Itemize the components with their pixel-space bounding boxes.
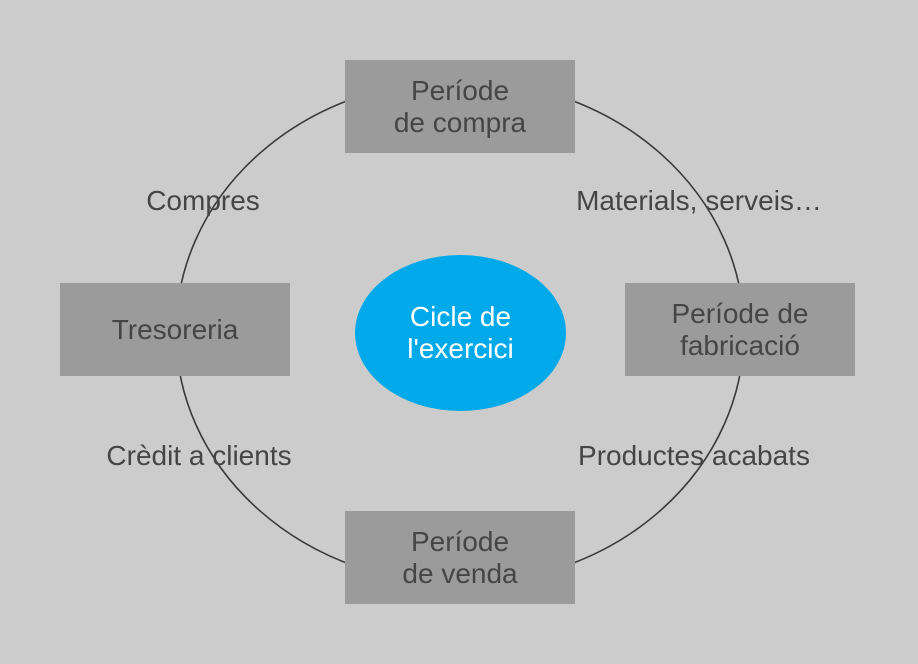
node-label: Període de [671, 297, 809, 329]
node-label: fabricació [680, 329, 800, 361]
edge-label-finished-products: Productes acabats [578, 440, 810, 471]
node-treasury: Tresoreria [60, 283, 290, 376]
center-label: l'exercici [407, 333, 514, 364]
center-cycle-ellipse: Cicle de l'exercici [355, 255, 566, 411]
edge-label-purchases: Compres [146, 185, 260, 216]
node-label: Període [410, 525, 510, 557]
edge-label-materials: Materials, serveis… [576, 185, 822, 216]
node-label: de compra [393, 106, 527, 138]
node-label: Període [410, 74, 510, 106]
edge-label-customer-credit: Crèdit a clients [106, 440, 292, 471]
node-purchase-period: Període de compra [345, 60, 575, 153]
node-label: de venda [402, 557, 518, 589]
node-sale-period: Període de venda [345, 511, 575, 604]
center-label: Cicle de [409, 301, 512, 332]
node-label: Tresoreria [111, 313, 239, 345]
node-manufacturing-period: Període de fabricació [625, 283, 855, 376]
